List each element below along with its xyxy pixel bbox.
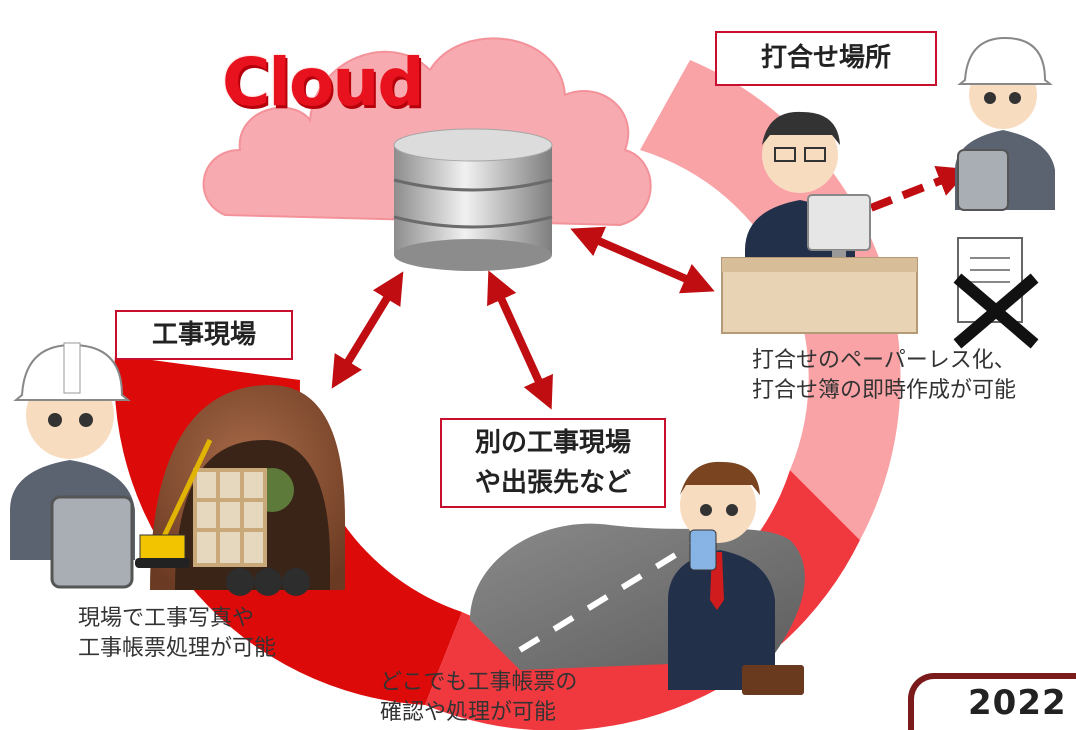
tablet-icon [957, 149, 1009, 211]
cloud-title: Cloud [222, 44, 425, 121]
year-badge [908, 673, 1076, 730]
label-other-site-line1: 別の工事現場 [474, 428, 631, 458]
desk-icon [721, 257, 918, 334]
arrow-db-site [331, 271, 404, 389]
caption-anywhere: どこでも工事帳票の 確認や処理が可能 [380, 670, 578, 725]
label-construction-site-text: 工事現場 [151, 320, 256, 350]
building-frame-icon [193, 468, 267, 567]
worker-tablet-icon [955, 36, 1055, 211]
caption-site: 現場で工事写真や 工事帳票処理が可能 [78, 606, 277, 661]
smartphone-icon [689, 529, 717, 571]
label-other-site-line2: や出張先など [474, 468, 631, 498]
database-icon [393, 128, 553, 271]
year-label: 2022 [968, 683, 1067, 723]
crane-icon [135, 438, 213, 568]
briefcase-icon [742, 665, 804, 695]
worker-icon [10, 342, 135, 589]
construction-scene [135, 385, 345, 596]
arrow-db-meeting [570, 226, 715, 294]
cross-icon [953, 273, 1039, 349]
label-other-site: 別の工事現場 や出張先など [440, 418, 666, 508]
pipes-icon [226, 568, 310, 596]
businessman-phone-icon [668, 461, 804, 695]
meeting-scene [721, 36, 1055, 349]
label-meeting-place-text: 打合せ場所 [760, 43, 891, 73]
caption-meeting: 打合せのペーパーレス化、 打合せ簿の即時作成が可能 [752, 348, 1017, 403]
label-meeting-place: 打合せ場所 [715, 31, 937, 86]
arrow-db-other-site [487, 270, 553, 410]
label-construction-site: 工事現場 [115, 310, 293, 360]
tablet-icon [50, 495, 134, 589]
